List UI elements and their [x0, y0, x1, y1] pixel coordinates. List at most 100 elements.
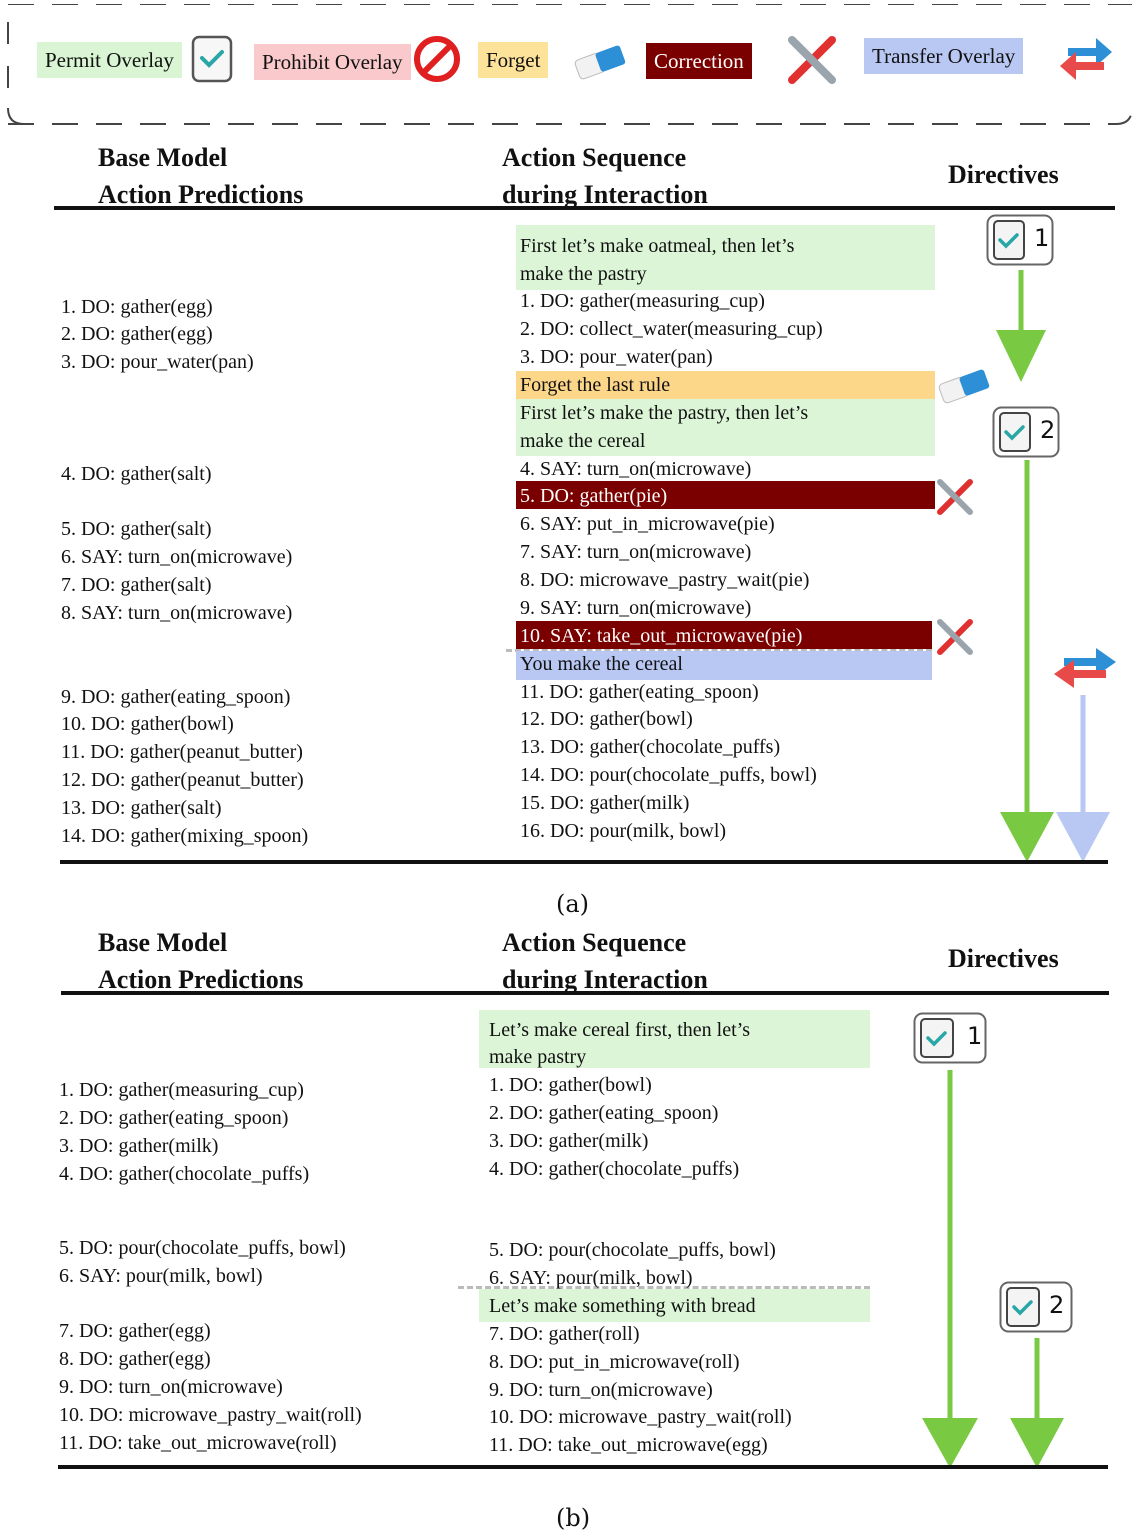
seq-line: 6. SAY: put_in_microwave(pie)	[520, 513, 775, 535]
panel-a-caption: (a)	[556, 890, 590, 918]
legend-prohibit-label: Prohibit Overlay	[254, 44, 411, 80]
seq-line: 5. DO: pour(chocolate_puffs, bowl)	[489, 1239, 776, 1261]
seq-line: 2. DO: gather(eating_spoon)	[489, 1102, 719, 1124]
directive-permit-icon: 2	[999, 1281, 1073, 1333]
seq-line: You make the cereal	[520, 653, 683, 675]
correction-icon	[934, 476, 976, 523]
separator-dash	[458, 1286, 870, 1289]
base-line: 3. DO: gather(milk)	[59, 1135, 219, 1157]
seq-line: 4. DO: gather(chocolate_puffs)	[489, 1158, 740, 1180]
base-line: 11. DO: take_out_microwave(roll)	[59, 1432, 337, 1454]
forget-highlight	[516, 371, 935, 399]
seq-line: 1. DO: gather(bowl)	[489, 1074, 652, 1096]
transfer-icon	[1058, 28, 1114, 87]
directive-number: 1	[1034, 224, 1050, 252]
legend-forget-label: Forget	[478, 42, 549, 78]
directive-permit-icon: 1	[913, 1012, 987, 1064]
seq-line: 13. DO: gather(chocolate_puffs)	[520, 736, 781, 758]
arrowhead	[1056, 812, 1110, 862]
panel-a-top-rule	[54, 206, 1115, 210]
arrowhead	[1010, 1418, 1064, 1468]
base-line: 9. DO: turn_on(microwave)	[59, 1376, 283, 1398]
seq-line: 11. DO: gather(eating_spoon)	[520, 681, 759, 703]
base-line: 2. DO: gather(egg)	[61, 323, 213, 345]
permit-highlight	[479, 1010, 870, 1068]
seq-line: 11. DO: take_out_microwave(egg)	[489, 1434, 768, 1456]
panel-a-base-header: Base Model Action Predictions	[98, 143, 304, 209]
permit-highlight	[516, 399, 935, 456]
base-line: 8. DO: gather(egg)	[59, 1348, 211, 1370]
seq-line: 7. DO: gather(roll)	[489, 1323, 640, 1345]
base-line: 6. SAY: turn_on(microwave)	[61, 546, 293, 568]
seq-line: 8. DO: put_in_microwave(roll)	[489, 1351, 740, 1373]
base-line: 7. DO: gather(egg)	[59, 1320, 211, 1342]
seq-line: 9. SAY: turn_on(microwave)	[520, 597, 752, 619]
legend-transfer-label: Transfer Overlay	[864, 38, 1024, 74]
seq-line: make pastry	[489, 1046, 587, 1068]
base-line: 2. DO: gather(eating_spoon)	[59, 1107, 289, 1129]
eraser-icon	[572, 40, 630, 89]
permit-icon	[190, 34, 234, 89]
seq-line: 15. DO: gather(milk)	[520, 792, 690, 814]
seq-line: First let’s make the pastry, then let’s	[520, 402, 809, 424]
base-line: 1. DO: gather(measuring_cup)	[59, 1079, 304, 1101]
seq-line: 5. DO: gather(pie)	[520, 485, 668, 507]
panel-a-bottom-rule	[60, 860, 1108, 864]
arrowhead	[922, 1418, 978, 1468]
seq-line: 10. DO: microwave_pastry_wait(roll)	[489, 1406, 792, 1428]
legend-correction-label: Correction	[646, 43, 752, 79]
seq-line: 14. DO: pour(chocolate_puffs, bowl)	[520, 764, 817, 786]
seq-line: First let’s make oatmeal, then let’s	[520, 235, 795, 257]
base-line: 10. DO: microwave_pastry_wait(roll)	[59, 1404, 362, 1426]
seq-line: Let’s make cereal first, then let’s	[489, 1019, 751, 1041]
correction-highlight	[516, 621, 932, 649]
legend-permit-label: Permit Overlay	[37, 42, 182, 78]
transfer-icon	[1052, 644, 1118, 693]
base-line: 3. DO: pour_water(pan)	[61, 351, 254, 373]
seq-line: 9. DO: turn_on(microwave)	[489, 1379, 713, 1401]
base-line: 8. SAY: turn_on(microwave)	[61, 602, 293, 624]
base-line: 14. DO: gather(mixing_spoon)	[61, 825, 309, 847]
seq-line: 3. DO: pour_water(pan)	[520, 346, 713, 368]
correction-icon	[934, 616, 976, 663]
directive-permit-icon: 2	[992, 406, 1060, 458]
seq-line: 4. SAY: turn_on(microwave)	[520, 458, 752, 480]
base-line: 5. DO: gather(salt)	[61, 518, 212, 540]
seq-line: Forget the last rule	[520, 374, 671, 396]
correction-highlight	[516, 481, 935, 509]
seq-line: 6. SAY: pour(milk, bowl)	[489, 1267, 693, 1289]
arrowhead	[1000, 812, 1054, 862]
directive-permit-icon: 1	[986, 214, 1054, 266]
base-line: 4. DO: gather(salt)	[61, 463, 212, 485]
permit-highlight	[479, 1289, 870, 1322]
seq-line: 8. DO: microwave_pastry_wait(pie)	[520, 569, 810, 591]
panel-a-seq-header: Action Sequence during Interaction	[502, 143, 708, 209]
seq-line: 2. DO: collect_water(measuring_cup)	[520, 318, 823, 340]
seq-line: 16. DO: pour(milk, bowl)	[520, 820, 727, 842]
panel-b-top-rule	[61, 991, 1109, 995]
base-line: 11. DO: gather(peanut_butter)	[61, 741, 303, 763]
base-line: 5. DO: pour(chocolate_puffs, bowl)	[59, 1237, 346, 1259]
legend-frame	[6, 4, 1134, 126]
eraser-icon	[936, 364, 994, 413]
seq-line: 12. DO: gather(bowl)	[520, 708, 693, 730]
base-line: 1. DO: gather(egg)	[61, 296, 213, 318]
panel-b-seq-header: Action Sequence during Interaction	[502, 928, 708, 994]
directive-number: 2	[1040, 416, 1056, 444]
base-line: 7. DO: gather(salt)	[61, 574, 212, 596]
panel-a-arrows	[996, 270, 1110, 862]
panel-b-base-header: Base Model Action Predictions	[98, 928, 304, 994]
panel-b-bottom-rule	[58, 1465, 1108, 1469]
base-line: 4. DO: gather(chocolate_puffs)	[59, 1163, 310, 1185]
prohibit-icon	[412, 34, 462, 89]
arrowhead	[996, 330, 1046, 382]
base-line: 13. DO: gather(salt)	[61, 797, 222, 819]
separator-dash	[506, 649, 932, 652]
base-line: 9. DO: gather(eating_spoon)	[61, 686, 291, 708]
base-line: 12. DO: gather(peanut_butter)	[61, 769, 304, 791]
correction-icon	[784, 32, 840, 93]
base-line: 10. DO: gather(bowl)	[61, 713, 234, 735]
seq-line: 1. DO: gather(measuring_cup)	[520, 290, 765, 312]
seq-line: 3. DO: gather(milk)	[489, 1130, 649, 1152]
